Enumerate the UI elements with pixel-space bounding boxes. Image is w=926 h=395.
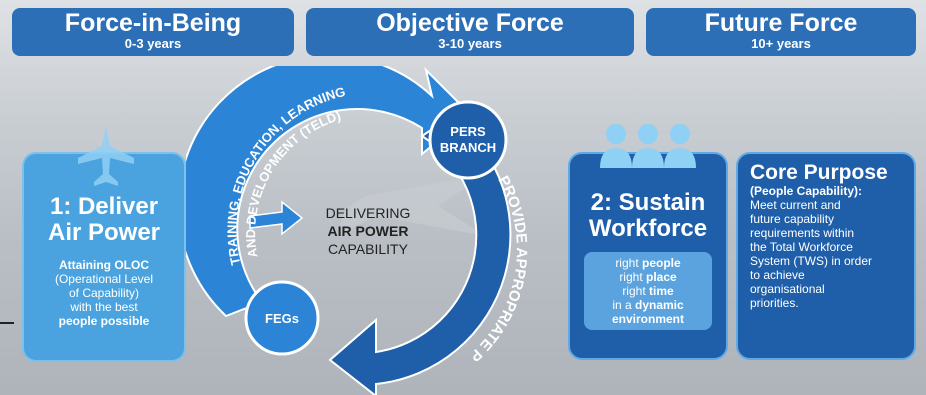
header-subtitle: 0-3 years [124,36,182,51]
sustain-workforce-panel: 2: Sustain Workforce right people right … [568,124,728,360]
cycle-diagram: TRAINING, EDUCATION, LEARNING AND DEVELO… [186,66,530,395]
sustain-title-1: 2: Sustain [590,189,706,216]
center-line-3: CAPABILITY [328,241,409,257]
deliver-body-line: of Capability) [68,286,140,300]
core-body-line: System (TWS) in order [750,254,873,268]
core-subtitle: (People Capability): [750,184,863,198]
jet-icon [78,126,134,186]
header-title: Force-in-Being [64,9,242,37]
inner-arrow [249,200,304,236]
connector-line [0,322,14,324]
header-future-force: Future Force 10+ years [646,8,916,56]
fegs-circle [244,280,320,356]
header-force-in-being: Force-in-Being 0-3 years [12,8,294,56]
pers-branch-label-2: BRANCH [440,140,496,155]
sustain-item: environment [611,312,684,326]
sustain-list: right people right place right time in a… [584,252,712,330]
pers-branch-circle [428,100,508,180]
header-subtitle: 10+ years [751,36,811,51]
core-body-line: the Total Workforce [750,240,853,254]
background-jet-icon [336,174,486,236]
center-line-1: DELIVERING [326,205,411,221]
sustain-item: right place [619,270,677,284]
people-group-icon [600,124,696,168]
deliver-air-power-panel: 1: Deliver Air Power Attaining OLOC (Ope… [22,126,186,362]
deliver-title-2: Air Power [47,219,161,246]
center-line-2: AIR POWER [328,223,409,239]
deliver-body-line: (Operational Level [54,272,154,286]
header-title: Future Force [704,9,858,37]
fegs-label: FEGs [265,311,299,326]
sustain-item: right time [622,284,674,298]
deliver-body-line: Attaining OLOC [59,258,149,272]
pers-branch-label-1: PERS [450,124,486,139]
sustain-item: in a dynamic [612,298,684,312]
core-body-line: Meet current and [750,198,841,212]
header-objective-force: Objective Force 3-10 years [306,8,634,56]
core-body-line: requirements within [750,226,855,240]
core-body-line: organisational [750,282,825,296]
sustain-item: right people [615,256,681,270]
header-subtitle: 3-10 years [438,36,502,51]
deliver-body-line: with the best [70,300,138,314]
deliver-title-1: 1: Deliver [49,193,159,220]
deliver-body-line: people possible [58,314,150,328]
core-body-line: future capability [750,212,835,226]
core-purpose-panel: Core Purpose (People Capability): Meet c… [736,152,916,360]
sustain-title-2: Workforce [588,215,708,242]
core-title: Core Purpose [750,161,888,184]
core-body-line: priorities. [750,296,799,310]
header-title: Objective Force [376,9,564,37]
provide-people-arrow [328,114,512,395]
teld-arrow [186,66,472,318]
core-body-line: to achieve [750,268,805,282]
